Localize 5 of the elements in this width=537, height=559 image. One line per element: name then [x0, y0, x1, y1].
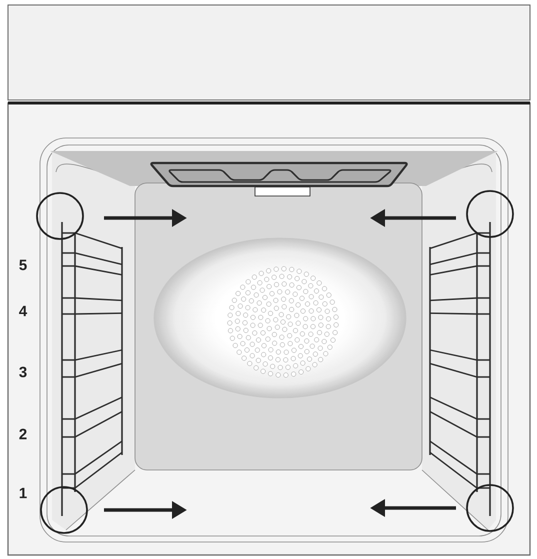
shelf-number: 5	[19, 260, 27, 270]
shelf-number: 3	[19, 366, 27, 378]
shelf-number: 4	[19, 306, 28, 316]
shelf-number: 1	[20, 488, 27, 498]
shelf-number: 2	[19, 428, 27, 440]
